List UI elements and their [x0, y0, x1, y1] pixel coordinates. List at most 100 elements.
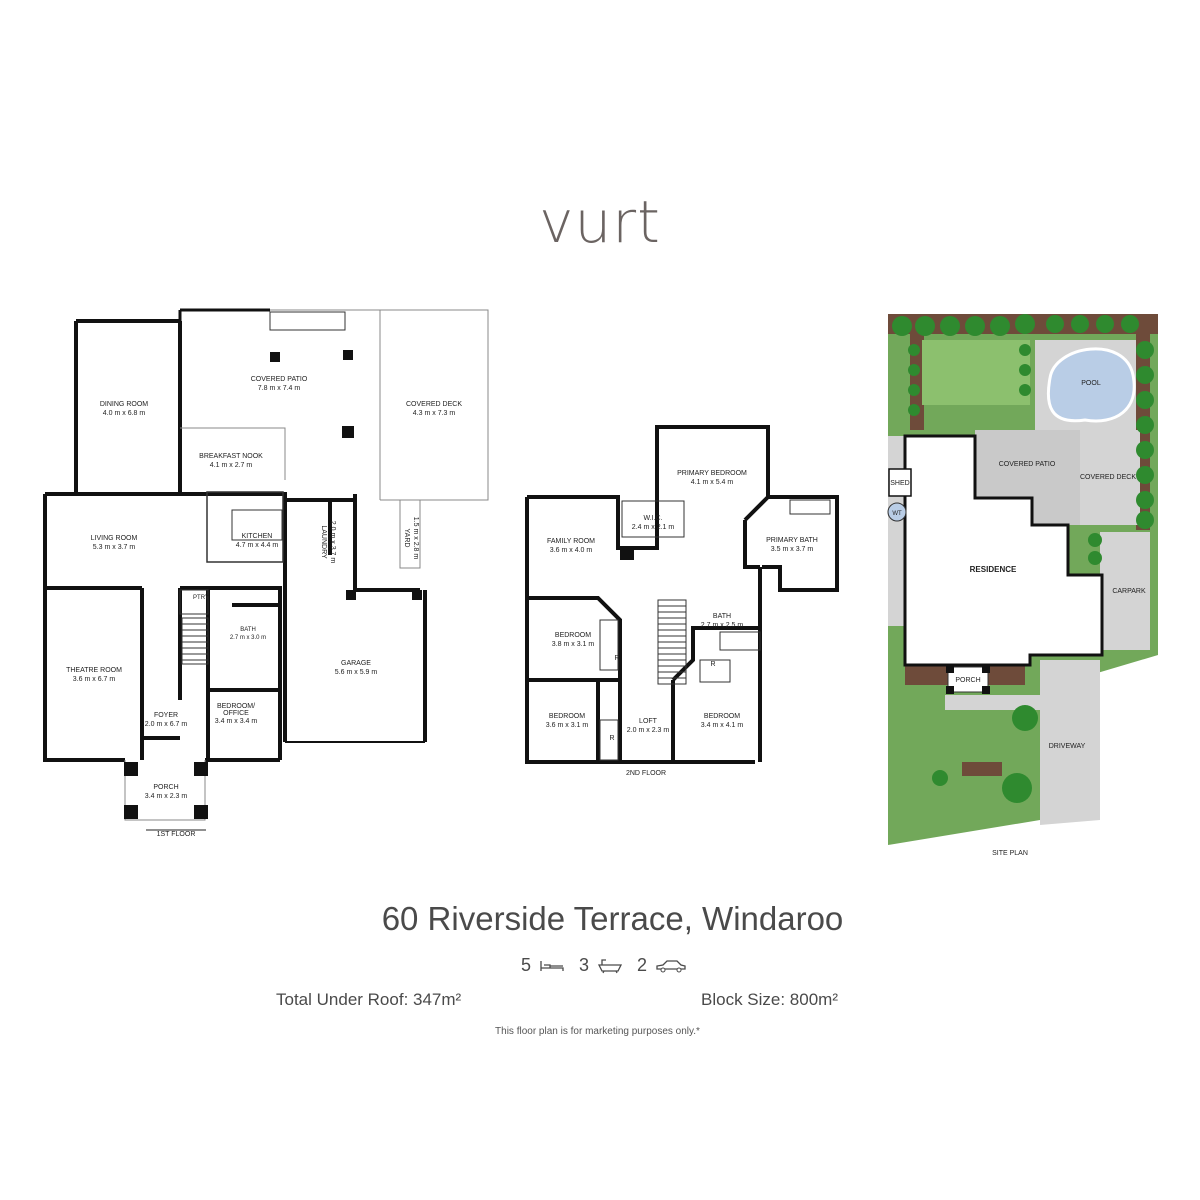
room-size: 4.7 m x 4.4 m [236, 542, 279, 549]
svg-text:PRIMARY BATH: PRIMARY BATH [766, 537, 818, 544]
svg-text:3.6 m x 6.7 m: 3.6 m x 6.7 m [73, 676, 116, 683]
room-size: 3.4 m x 2.3 m [145, 793, 188, 800]
svg-text:FOYER: FOYER [154, 712, 178, 719]
svg-text:OFFICE: OFFICE [223, 710, 249, 717]
svg-text:4.7 m x 4.4 m: 4.7 m x 4.4 m [236, 542, 279, 549]
bedroom-count: 5 [520, 955, 531, 975]
svg-text:CARPARK: CARPARK [1112, 588, 1146, 595]
site-label-wt: WT [892, 511, 902, 517]
svg-text:4.1 m x 5.4 m: 4.1 m x 5.4 m [691, 479, 734, 486]
svg-text:FAMILY ROOM: FAMILY ROOM [547, 538, 595, 545]
floor-caption: 2ND FLOOR [626, 770, 666, 777]
site-label-deck: COVERED DECK [1080, 474, 1136, 481]
property-address: 60 Riverside Terrace, Windaroo [381, 900, 844, 937]
svg-text:BEDROOM: BEDROOM [555, 632, 591, 639]
room-size: 5.3 m x 3.7 m [93, 544, 136, 551]
room-size: 1.5 m x 2.8 m [412, 517, 419, 560]
svg-text:R: R [710, 661, 715, 668]
site-label-pool: POOL [1081, 380, 1101, 387]
site-label-porch: PORCH [955, 677, 980, 684]
room-size: 2.0 m x 3.7 m [329, 521, 336, 564]
room-name: LOFT [639, 718, 658, 725]
svg-text:RESIDENCE: RESIDENCE [970, 565, 1017, 574]
room-size: 3.6 m x 3.1 m [546, 722, 589, 729]
svg-text:COVERED DECK: COVERED DECK [406, 401, 462, 408]
svg-text:1ST FLOOR: 1ST FLOOR [157, 831, 196, 838]
room-name: FOYER [154, 712, 178, 719]
room-size: 2.0 m x 6.7 m [145, 721, 188, 728]
svg-text:2.0 m x 2.3 m: 2.0 m x 2.3 m [627, 727, 670, 734]
svg-text:POOL: POOL [1081, 380, 1101, 387]
room-size: 2.7 m x 3.0 m [230, 635, 266, 641]
svg-text:BATH: BATH [240, 627, 256, 633]
svg-text:4.0 m x 6.8 m: 4.0 m x 6.8 m [103, 410, 146, 417]
svg-text:2.0 m x 3.7 m: 2.0 m x 3.7 m [329, 521, 336, 564]
svg-text:PORCH: PORCH [955, 677, 980, 684]
svg-text:1.5 m x 2.8 m: 1.5 m x 2.8 m [412, 517, 419, 560]
room-size: 3.4 m x 3.4 m [215, 718, 258, 725]
svg-text:DRIVEWAY: DRIVEWAY [1049, 743, 1086, 750]
site-plan: POOL COVERED PATIO COVERED DECK SHED WT … [887, 314, 1158, 857]
svg-text:LOFT: LOFT [639, 718, 658, 725]
car-space-count: 2 [637, 955, 648, 975]
room-name: THEATRE ROOM [66, 667, 122, 674]
room-name: W.I.C. [643, 515, 662, 522]
svg-text:LAUNDRY: LAUNDRY [320, 525, 327, 559]
svg-text:COVERED PATIO: COVERED PATIO [999, 461, 1056, 468]
svg-text:BEDROOM: BEDROOM [549, 713, 585, 720]
first-floor-plan: DINING ROOM 4.0 m x 6.8 m COVERED PATIO … [43, 308, 1158, 857]
room-name: DINING ROOM [100, 401, 148, 408]
svg-text:BEDROOM: BEDROOM [704, 713, 740, 720]
svg-text:PRIMARY BEDROOM: PRIMARY BEDROOM [677, 470, 747, 477]
svg-text:2.7 m x 3.0 m: 2.7 m x 3.0 m [230, 635, 266, 641]
room-name: BEDROOM/ [217, 703, 255, 710]
svg-text:PORCH: PORCH [153, 784, 178, 791]
svg-text:R: R [614, 655, 619, 662]
svg-text:2.0 m x 6.7 m: 2.0 m x 6.7 m [145, 721, 188, 728]
room-name: LAUNDRY [320, 525, 327, 559]
room-name: LIVING ROOM [91, 535, 138, 542]
room-name: BEDROOM [704, 713, 740, 720]
svg-text:3.4 m x 4.1 m: 3.4 m x 4.1 m [701, 722, 744, 729]
disclaimer: This floor plan is for marketing purpose… [495, 1026, 700, 1037]
svg-text:3.5 m x 3.7 m: 3.5 m x 3.7 m [771, 546, 814, 553]
floor-caption: 1ST FLOOR [157, 831, 196, 838]
room-name: KITCHEN [242, 533, 273, 540]
bathroom-count: 3 [578, 955, 589, 975]
room-size: 2.4 m x 2.1 m [632, 524, 675, 531]
svg-text:THEATRE ROOM: THEATRE ROOM [66, 667, 122, 674]
room-size: 4.3 m x 7.3 m [413, 410, 456, 417]
svg-text:7.8 m x 7.4 m: 7.8 m x 7.4 m [258, 385, 301, 392]
room-size: 3.4 m x 4.1 m [701, 722, 744, 729]
room-name: BEDROOM [549, 713, 585, 720]
svg-text:4.3 m x 7.3 m: 4.3 m x 7.3 m [413, 410, 456, 417]
bath-icon [597, 958, 623, 973]
room-name: OFFICE [223, 710, 249, 717]
robe-label: R [609, 735, 614, 742]
pantry-label: PTRY [193, 595, 209, 601]
brand-logo: vurt [539, 188, 661, 256]
car-icon [656, 959, 686, 972]
room-name: BATH [240, 627, 256, 633]
room-name: BEDROOM [555, 632, 591, 639]
svg-text:4.1 m x 2.7 m: 4.1 m x 2.7 m [210, 462, 253, 469]
sf-labels: PRIMARY BEDROOM 4.1 m x 5.4 m W.I.C. 2.4… [546, 470, 818, 777]
svg-text:5.3 m x 3.7 m: 5.3 m x 3.7 m [93, 544, 136, 551]
svg-text:WT: WT [892, 511, 902, 517]
room-size: 3.8 m x 3.1 m [552, 641, 595, 648]
svg-text:KITCHEN: KITCHEN [242, 533, 273, 540]
block-size: Block Size: 800m² [701, 990, 838, 1009]
svg-text:R: R [609, 735, 614, 742]
room-name: GARAGE [341, 660, 371, 667]
svg-text:SHED: SHED [890, 480, 909, 487]
svg-text:W.I.C.: W.I.C. [643, 515, 662, 522]
room-name: BATH [713, 613, 731, 620]
svg-text:GARAGE: GARAGE [341, 660, 371, 667]
robe-label: R [710, 661, 715, 668]
site-label-patio: COVERED PATIO [999, 461, 1056, 468]
room-size: 4.1 m x 2.7 m [210, 462, 253, 469]
site-label-residence: RESIDENCE [970, 565, 1017, 574]
room-name: PRIMARY BEDROOM [677, 470, 747, 477]
site-label-driveway: DRIVEWAY [1049, 743, 1086, 750]
room-size: 3.5 m x 3.7 m [771, 546, 814, 553]
